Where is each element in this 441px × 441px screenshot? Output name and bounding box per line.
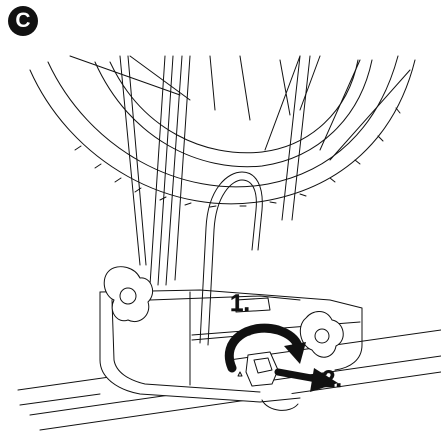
knob-right: [300, 312, 343, 358]
step-label-2: 2.: [322, 366, 342, 394]
strap-loop: [208, 180, 256, 345]
fork-tube: [150, 56, 165, 285]
lock-body: [246, 352, 278, 386]
tyre-outer: [30, 60, 415, 204]
step-badge: C: [8, 6, 38, 36]
step-label-1: 1.: [230, 290, 250, 318]
